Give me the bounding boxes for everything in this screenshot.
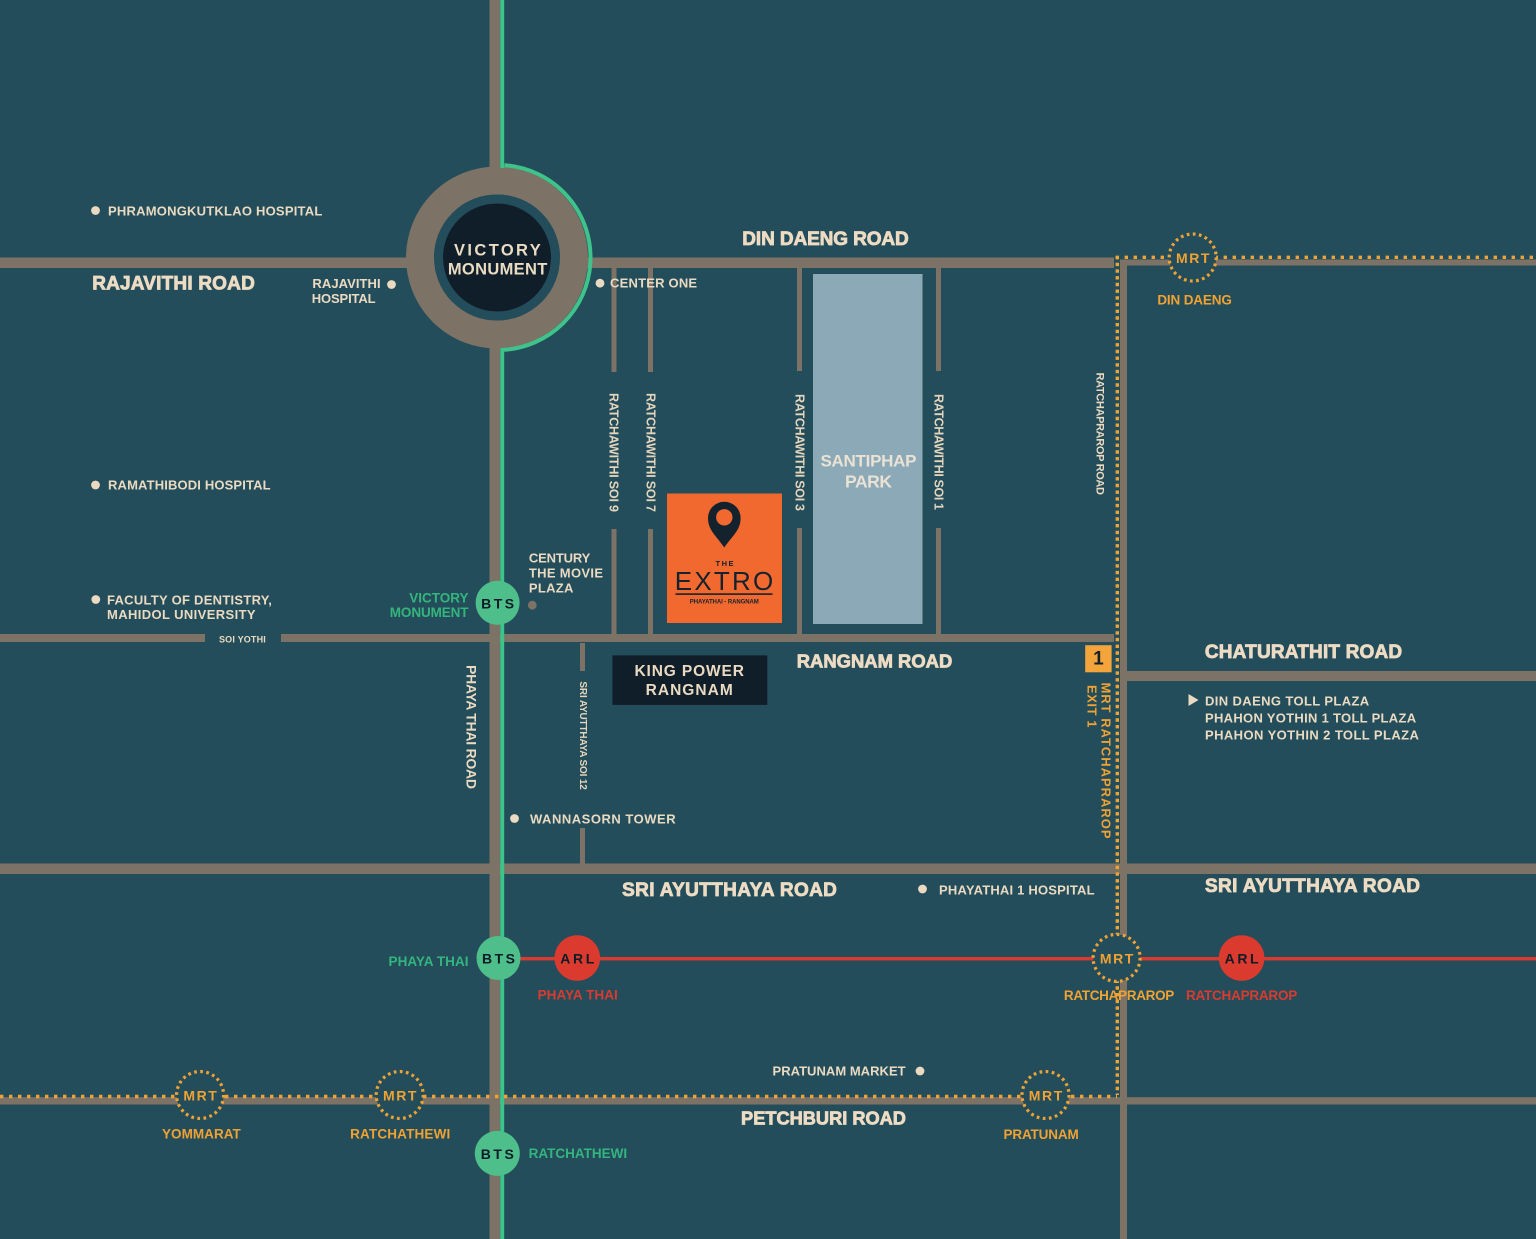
svg-text:DIN DAENG ROAD: DIN DAENG ROAD bbox=[742, 229, 908, 250]
svg-text:PHAYATHAI - RANGNAM: PHAYATHAI - RANGNAM bbox=[690, 600, 759, 606]
svg-text:PARK: PARK bbox=[845, 472, 892, 492]
svg-text:MONUMENT: MONUMENT bbox=[448, 261, 547, 279]
svg-text:MRT RATCHAPRAROP: MRT RATCHAPRAROP bbox=[1098, 683, 1113, 839]
svg-text:PHAHON YOTHIN 1 TOLL PLAZA: PHAHON YOTHIN 1 TOLL PLAZA bbox=[1205, 710, 1417, 725]
svg-text:FACULTY OF DENTISTRY,: FACULTY OF DENTISTRY, bbox=[107, 593, 272, 608]
svg-text:PHAYATHAI 1 HOSPITAL: PHAYATHAI 1 HOSPITAL bbox=[939, 882, 1095, 897]
svg-text:CHATURATHIT ROAD: CHATURATHIT ROAD bbox=[1205, 642, 1402, 663]
svg-text:KING POWER: KING POWER bbox=[635, 663, 744, 680]
svg-text:RATCHAPRAROP ROAD: RATCHAPRAROP ROAD bbox=[1093, 373, 1105, 496]
svg-text:RATCHAWITHI SOI 3: RATCHAWITHI SOI 3 bbox=[792, 394, 806, 511]
svg-text:THE: THE bbox=[716, 559, 734, 568]
svg-text:RAMATHIBODI HOSPITAL: RAMATHIBODI HOSPITAL bbox=[108, 478, 271, 493]
svg-text:RAJAVITHI: RAJAVITHI bbox=[312, 276, 381, 291]
svg-text:RATCHAWITHI SOI 7: RATCHAWITHI SOI 7 bbox=[643, 393, 657, 512]
svg-text:CENTER ONE: CENTER ONE bbox=[610, 276, 698, 291]
svg-text:MRT: MRT bbox=[1176, 250, 1210, 266]
svg-text:DIN DAENG: DIN DAENG bbox=[1157, 293, 1232, 308]
svg-text:PHRAMONGKUTKLAO HOSPITAL: PHRAMONGKUTKLAO HOSPITAL bbox=[108, 204, 323, 219]
svg-text:SRI AYUTTHAYA ROAD: SRI AYUTTHAYA ROAD bbox=[622, 880, 837, 901]
svg-text:RATCHAPRAROP: RATCHAPRAROP bbox=[1186, 988, 1297, 1003]
svg-text:RATCHAPRAROP: RATCHAPRAROP bbox=[1064, 988, 1174, 1003]
svg-text:EXTRO: EXTRO bbox=[675, 566, 774, 596]
svg-text:ARL: ARL bbox=[560, 951, 594, 967]
svg-text:RAJAVITHI ROAD: RAJAVITHI ROAD bbox=[92, 274, 255, 295]
svg-text:SOI YOTHI: SOI YOTHI bbox=[219, 635, 266, 645]
svg-text:SANTIPHAP: SANTIPHAP bbox=[821, 451, 917, 470]
svg-text:YOMMARAT: YOMMARAT bbox=[162, 1127, 242, 1142]
svg-text:RATCHATHEWI: RATCHATHEWI bbox=[529, 1146, 628, 1161]
svg-text:WANNASORN TOWER: WANNASORN TOWER bbox=[530, 812, 676, 827]
svg-text:PLAZA: PLAZA bbox=[529, 581, 574, 596]
svg-text:PHAHON YOTHIN 2 TOLL PLAZA: PHAHON YOTHIN 2 TOLL PLAZA bbox=[1205, 727, 1420, 742]
svg-text:PRATUNAM: PRATUNAM bbox=[1004, 1127, 1079, 1142]
svg-text:SRI AYUTTHAYA SOI 12: SRI AYUTTHAYA SOI 12 bbox=[577, 681, 588, 790]
svg-text:CENTURY: CENTURY bbox=[529, 550, 591, 565]
svg-text:VICTORY: VICTORY bbox=[409, 591, 468, 606]
svg-text:PETCHBURI ROAD: PETCHBURI ROAD bbox=[741, 1109, 906, 1129]
svg-text:PHAYA THAI: PHAYA THAI bbox=[389, 954, 469, 969]
svg-text:BTS: BTS bbox=[482, 951, 515, 967]
svg-text:MRT: MRT bbox=[183, 1088, 217, 1104]
svg-text:SRI AYUTTHAYA ROAD: SRI AYUTTHAYA ROAD bbox=[1205, 876, 1420, 897]
svg-text:PRATUNAM MARKET: PRATUNAM MARKET bbox=[773, 1064, 907, 1079]
svg-text:RATCHATHEWI: RATCHATHEWI bbox=[350, 1127, 450, 1142]
svg-text:THE MOVIE: THE MOVIE bbox=[529, 566, 604, 581]
svg-text:HOSPITAL: HOSPITAL bbox=[312, 291, 376, 306]
svg-text:MONUMENT: MONUMENT bbox=[390, 605, 469, 620]
svg-text:ARL: ARL bbox=[1225, 951, 1259, 967]
svg-text:EXIT 1: EXIT 1 bbox=[1084, 685, 1099, 728]
svg-text:RANGNAM: RANGNAM bbox=[646, 682, 733, 699]
svg-text:PHAYA THAI ROAD: PHAYA THAI ROAD bbox=[464, 665, 480, 789]
svg-text:RATCHAWITHI SOI 9: RATCHAWITHI SOI 9 bbox=[607, 393, 621, 512]
svg-text:1: 1 bbox=[1093, 649, 1104, 670]
svg-text:MRT: MRT bbox=[383, 1088, 417, 1104]
svg-text:MRT: MRT bbox=[1029, 1088, 1063, 1104]
svg-text:DIN DAENG TOLL PLAZA: DIN DAENG TOLL PLAZA bbox=[1205, 693, 1370, 708]
svg-text:BTS: BTS bbox=[481, 595, 514, 611]
svg-text:RATCHAWITHI SOI 1: RATCHAWITHI SOI 1 bbox=[932, 394, 946, 510]
svg-text:MRT: MRT bbox=[1100, 950, 1134, 966]
svg-text:PHAYA THAI: PHAYA THAI bbox=[538, 987, 618, 1002]
svg-text:MAHIDOL UNIVERSITY: MAHIDOL UNIVERSITY bbox=[107, 607, 256, 622]
svg-text:VICTORY: VICTORY bbox=[454, 241, 541, 259]
svg-text:RANGNAM ROAD: RANGNAM ROAD bbox=[797, 651, 953, 672]
svg-text:BTS: BTS bbox=[481, 1146, 514, 1162]
